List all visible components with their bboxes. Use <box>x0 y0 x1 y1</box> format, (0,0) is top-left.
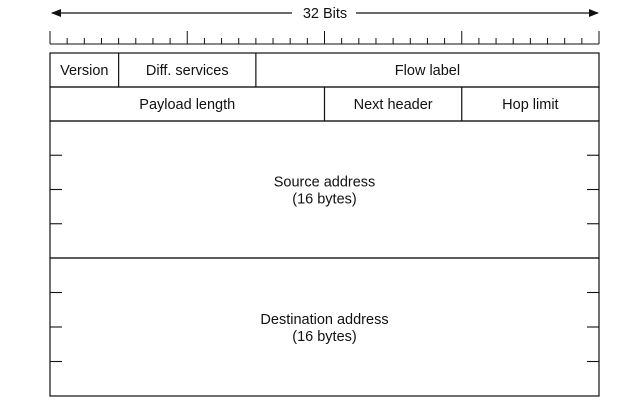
address-size: (16 bytes) <box>292 329 356 345</box>
field-label: Diff. services <box>146 63 229 79</box>
field-label: Next header <box>354 97 433 113</box>
address-size: (16 bytes) <box>292 192 356 208</box>
address-name: Source address <box>274 175 376 191</box>
address-name: Destination address <box>260 312 388 328</box>
header-row <box>49 52 600 88</box>
field-label: Flow label <box>395 63 460 79</box>
bit-width-label: 32 Bits <box>303 6 347 22</box>
address-fields: Source address(16 bytes)Destination addr… <box>49 120 600 397</box>
bit-ruler <box>49 31 600 45</box>
field-label: Hop limit <box>502 97 558 113</box>
field-label: Version <box>60 63 108 79</box>
field-label: Payload length <box>139 97 235 113</box>
